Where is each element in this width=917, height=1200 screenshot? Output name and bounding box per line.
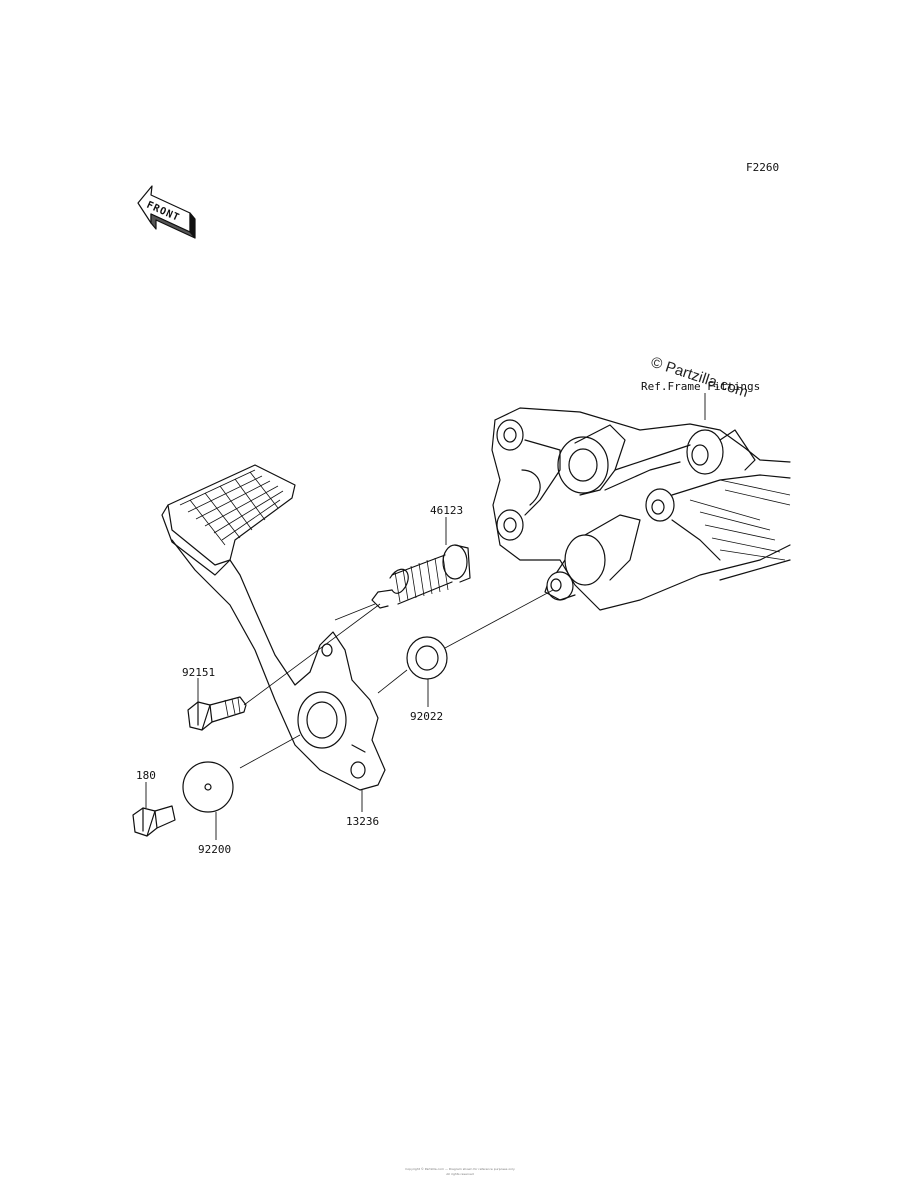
part-label-180: 180 <box>136 769 156 782</box>
assembly-lines <box>239 589 554 769</box>
watermark: © Partzilla.com <box>649 354 750 401</box>
washer-small <box>406 636 448 680</box>
part-label-13236: 13236 <box>346 815 379 828</box>
part-label-92200: 92200 <box>198 843 231 856</box>
part-label-46123: 46123 <box>430 504 463 517</box>
label-leaders <box>145 517 447 840</box>
reference-label: Ref.Frame Fittings <box>641 380 760 393</box>
part-label-92022: 92022 <box>410 710 443 723</box>
pivot-bolt <box>187 696 247 731</box>
washer-large <box>182 761 234 813</box>
brake-pedal <box>161 464 386 791</box>
front-arrow-icon: FRONT <box>137 185 196 239</box>
return-spring <box>371 544 471 609</box>
part-label-92151: 92151 <box>182 666 215 679</box>
mounting-bolt <box>132 805 176 837</box>
diagram-code: F2260 <box>746 161 779 174</box>
frame-fittings <box>491 407 791 611</box>
footer-line-2: All rights reserved <box>446 1172 474 1176</box>
footer-line-1: Copyright © Partzilla.com — Diagram show… <box>405 1167 515 1171</box>
